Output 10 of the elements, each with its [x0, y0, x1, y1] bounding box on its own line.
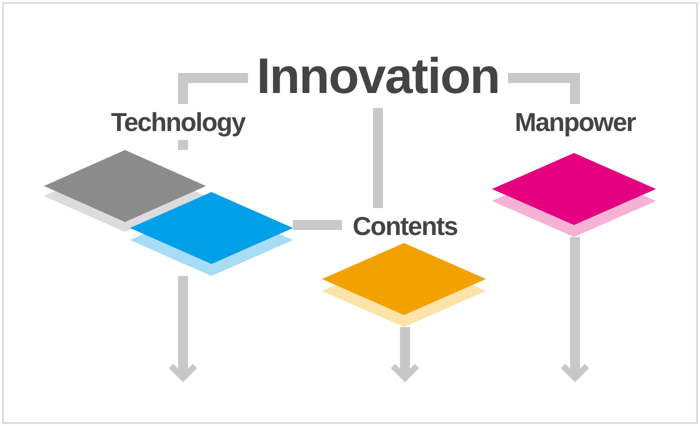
label-text: Technology	[111, 109, 245, 135]
arrow	[390, 327, 420, 381]
connector-line	[178, 140, 188, 150]
connector-line	[373, 108, 383, 208]
connector-line	[293, 220, 342, 230]
arrow	[560, 237, 590, 381]
label-text: Manpower	[514, 109, 636, 135]
title-text: Innovation	[256, 51, 500, 101]
label-text: Contents	[352, 213, 458, 239]
arrow	[168, 276, 198, 381]
